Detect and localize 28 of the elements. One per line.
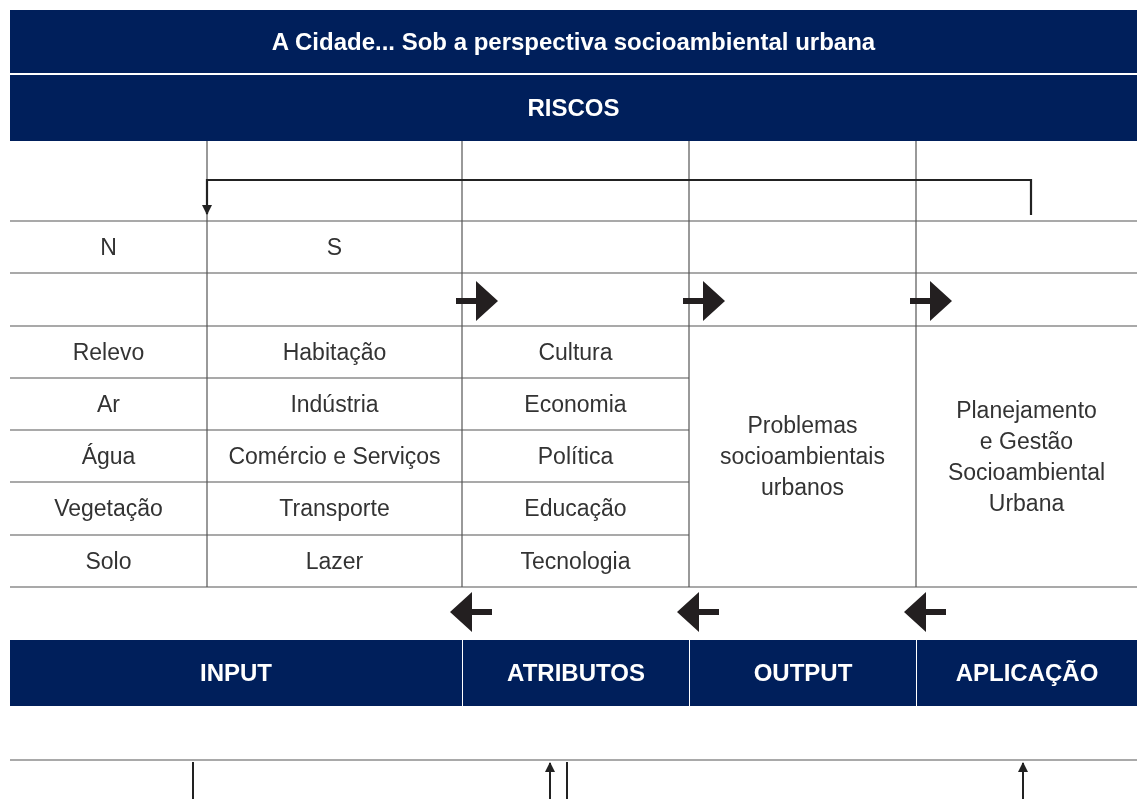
- category-label: Água: [10, 430, 207, 482]
- block-arrow: [677, 592, 719, 632]
- category-label: Indústria: [207, 378, 462, 430]
- category-label: Habitação: [207, 326, 462, 378]
- category-label: Cultura: [462, 326, 689, 378]
- block-arrow: [450, 592, 492, 632]
- category-label: Economia: [462, 378, 689, 430]
- category-label: Educação: [462, 482, 689, 535]
- header-band: RISCOS: [10, 75, 1137, 141]
- header-band: INPUT: [10, 640, 462, 706]
- category-label: Vegetação: [10, 482, 207, 535]
- category-label: Comércio e Serviços: [207, 430, 462, 482]
- category-label: Lazer: [207, 535, 462, 587]
- category-label: N: [10, 221, 207, 273]
- header-band: APLICAÇÃO: [917, 640, 1137, 706]
- category-label: Transporte: [207, 482, 462, 535]
- header-band: A Cidade... Sob a perspectiva socioambiental urbana: [10, 10, 1137, 73]
- category-label: S: [207, 221, 462, 273]
- category-label: Política: [462, 430, 689, 482]
- category-label: Ar: [10, 378, 207, 430]
- header-band: ATRIBUTOS: [463, 640, 689, 706]
- category-label: Problemas socioambientais urbanos: [689, 326, 916, 587]
- header-band: OUTPUT: [690, 640, 916, 706]
- category-label: Planejamento e Gestão Socioambiental Urbana: [916, 326, 1137, 587]
- category-label: Solo: [10, 535, 207, 587]
- category-label: Relevo: [10, 326, 207, 378]
- category-label: Tecnologia: [462, 535, 689, 587]
- block-arrow: [904, 592, 946, 632]
